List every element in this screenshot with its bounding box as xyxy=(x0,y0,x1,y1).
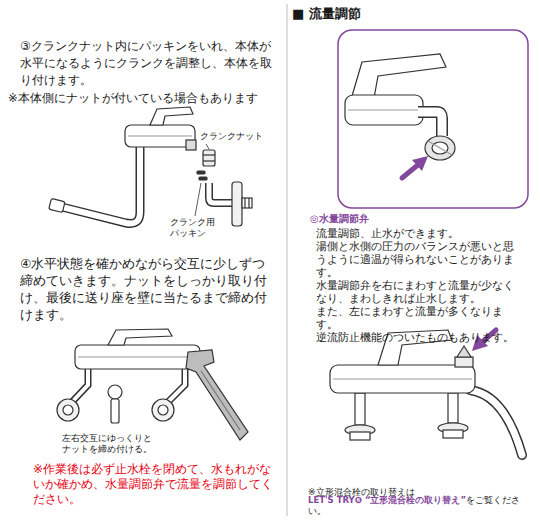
description-text: 逆流防止機能のついたものもあります。 xyxy=(316,331,524,344)
description-text: 水量調節弁を右にまわすと流量が少なくなり、まわしきれば止水します。 xyxy=(316,279,524,305)
step-text: ④水平状態を確かめながら交互に少しずつ締めていきます。ナットをしっかり取り付け、… xyxy=(20,255,276,323)
part-label: クランク用パッキン xyxy=(170,217,220,239)
leader-line xyxy=(195,183,201,216)
faucet-overview-figure xyxy=(330,330,522,455)
leader-line xyxy=(206,144,209,149)
description-text: 湯側と水側の圧力のバランスが悪いと思うように適温が得られないことがあります。 xyxy=(316,240,524,279)
part-label: クランクナット xyxy=(200,131,272,142)
divider-line xyxy=(287,4,288,516)
purple-frame xyxy=(338,30,528,208)
description-text: また、左にまわすと流量が多くなります。 xyxy=(316,305,524,331)
part-heading: ◎水量調節弁 xyxy=(310,212,510,225)
purple-arrow xyxy=(402,156,428,178)
description-text: 流量調節、止水ができます。 xyxy=(316,227,524,240)
reference-note: ※立形混合栓の取り替えは xyxy=(308,486,528,498)
valve-closeup-figure xyxy=(345,54,455,160)
warning-note: ※作業後は必ず止水栓を閉めて、水もれがないか確かめ、水量調節弁で流量を調節してく… xyxy=(33,462,277,507)
step-text: ③クランクナット内にパッキンをいれ、本体が水平になるようにクランクを調整し、本体… xyxy=(20,38,278,89)
wrench-tightening-figure xyxy=(57,329,248,440)
note-text: ※本体側にナットが付いている場合もあります xyxy=(8,91,284,106)
reference-line: LET'S TRY❻ “立形混合栓の取り替え”をご覧ください。 xyxy=(308,495,538,517)
faucet-install-figure xyxy=(49,107,252,226)
figure-caption: 左右交互にゆっくりと ナットを締め付ける。 xyxy=(62,433,160,455)
description-block: 流量調節、止水ができます。湯側と水側の圧力のバランスが悪いと思うように適温が得ら… xyxy=(316,227,524,344)
section-heading: ■ 流量調節 xyxy=(292,6,492,22)
